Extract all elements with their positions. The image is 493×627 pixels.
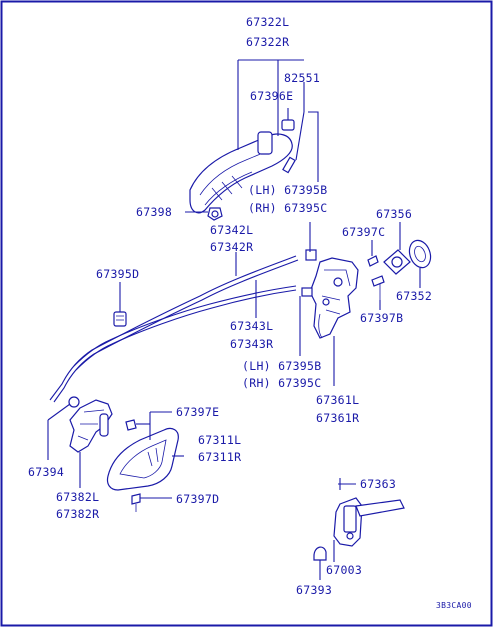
- screw-67397b: [371, 275, 385, 300]
- label-67322l: 67322L: [246, 15, 289, 29]
- label-67343l: 67343L: [230, 319, 273, 333]
- door-lock-67361: [301, 249, 359, 339]
- label-67003: 67003: [326, 563, 362, 577]
- label-67342l: 67342L: [210, 223, 253, 237]
- label-67382l: 67382L: [56, 490, 99, 504]
- label-67397b: 67397B: [360, 311, 403, 325]
- label-67322r: 67322R: [246, 35, 289, 49]
- diagram-code: 3B3CA00: [436, 601, 472, 610]
- clip-67396e: [281, 119, 295, 131]
- label-67397e: 67397E: [176, 405, 219, 419]
- label-rh-67395c-2: (RH) 67395C: [242, 376, 321, 390]
- label-67342r: 67342R: [210, 240, 253, 254]
- label-67311r: 67311R: [198, 450, 241, 464]
- clip-67395b-upper: [305, 249, 317, 261]
- outside-handle-67322: [189, 131, 293, 214]
- bushing-67394: [68, 396, 80, 408]
- label-67397d: 67397D: [176, 492, 219, 506]
- inside-lever-67382: [68, 396, 113, 453]
- label-67311l: 67311L: [198, 433, 241, 447]
- label-67395d: 67395D: [96, 267, 139, 281]
- door-check-67003: [333, 497, 405, 547]
- label-rh-67395c: (RH) 67395C: [248, 201, 327, 215]
- rod-67343: [73, 285, 297, 371]
- label-67394: 67394: [28, 465, 64, 479]
- label-82551: 82551: [284, 71, 320, 85]
- inside-handle-67311: [106, 427, 179, 491]
- label-67361l: 67361L: [316, 393, 359, 407]
- grommet-67393: [313, 546, 327, 561]
- label-67393: 67393: [296, 583, 332, 597]
- screw-67397e: [125, 419, 137, 431]
- clip-67398: [207, 207, 223, 221]
- screw-67397d: [131, 493, 141, 512]
- label-67343r: 67343R: [230, 337, 273, 351]
- label-67398: 67398: [136, 205, 172, 219]
- part-67356: [383, 249, 411, 275]
- label-67396e: 67396E: [250, 89, 293, 103]
- label-67382r: 67382R: [56, 507, 99, 521]
- label-67356: 67356: [376, 207, 412, 221]
- label-67363: 67363: [360, 477, 396, 491]
- label-lh-67395b-2: (LH) 67395B: [242, 359, 321, 373]
- clip-67395b-lower: [301, 287, 313, 297]
- label-67352: 67352: [396, 289, 432, 303]
- cover-67352: [408, 239, 432, 269]
- clip-67395d: [113, 311, 127, 327]
- rod-82551: [282, 156, 296, 174]
- label-lh-67395b: (LH) 67395B: [248, 183, 327, 197]
- label-67361r: 67361R: [316, 411, 359, 425]
- label-67397c: 67397C: [342, 225, 385, 239]
- screw-67397c: [367, 255, 379, 267]
